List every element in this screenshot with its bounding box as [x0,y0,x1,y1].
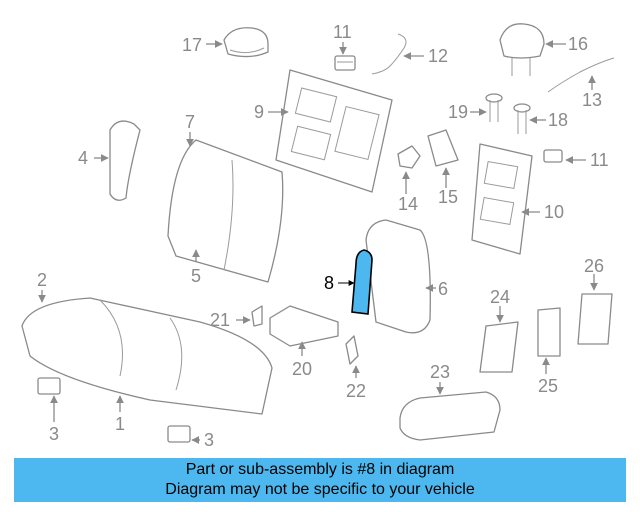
callout-14: 14 [398,194,418,214]
part-1-seat-cushion [21,297,273,415]
callout-1: 1 [115,414,125,434]
part-3-clip-a [37,377,61,395]
part-26-panel [577,293,613,345]
part-25-panel [537,307,561,357]
callout-4: 4 [78,148,88,168]
callout-22: 22 [346,381,366,401]
callout-19: 19 [448,102,468,122]
part-24-panel [479,321,519,373]
part-20-hinge [269,305,339,347]
callout-3-left: 3 [49,424,59,444]
callout-7: 7 [185,112,195,132]
callout-lines [38,40,598,444]
part-14-bracket [397,145,421,169]
banner-line-2: Diagram may not be specific to your vehi… [165,481,475,498]
callout-9: 9 [254,102,264,122]
callout-6: 6 [438,279,448,299]
callout-13: 13 [582,90,602,110]
callout-26: 26 [584,256,604,276]
part-22-latch [345,335,359,365]
part-11-clip-right [543,149,563,163]
callout-20: 20 [292,359,312,379]
part-4-side-bolster [109,120,141,201]
callout-17: 17 [182,35,202,55]
info-banner: Part or sub-assembly is #8 in diagram Di… [14,458,626,502]
callout-2: 2 [37,270,47,290]
callout-23: 23 [430,362,450,382]
part-18-guide [513,103,531,134]
parts-diagram: 17 11 12 16 9 13 19 18 7 4 14 15 11 10 5… [21,22,615,450]
part-8-trim-highlighted [351,249,373,315]
callout-24: 24 [490,287,510,307]
callout-5: 5 [191,266,201,286]
part-13-wire [547,57,615,93]
part-9-seatback-frame [275,69,393,193]
part-7-seatback-cover [167,139,284,283]
part-6-seatback [365,219,431,334]
part-15-bracket [427,129,459,167]
part-17-headrest [223,27,269,58]
part-3-clip-b [167,425,191,443]
part-19-guide [485,93,503,122]
callout-16: 16 [568,34,588,54]
callout-21: 21 [210,310,230,330]
callout-8: 8 [324,273,334,293]
part-23-armrest [399,391,501,441]
part-21-bracket [251,305,263,327]
callout-3-right: 3 [204,430,214,450]
callout-11-top: 11 [333,22,352,42]
banner-line-1: Part or sub-assembly is #8 in diagram [185,461,455,478]
callout-25: 25 [538,376,558,396]
callout-18: 18 [548,110,568,130]
part-10-seatback-frame [471,143,533,255]
callout-12: 12 [428,46,448,66]
callout-11-right: 11 [590,150,609,170]
part-16-headrest [499,23,545,76]
part-12-cable [371,33,407,75]
part-11-clip-top [334,55,356,71]
callout-15: 15 [438,187,458,207]
callout-10: 10 [544,202,564,222]
